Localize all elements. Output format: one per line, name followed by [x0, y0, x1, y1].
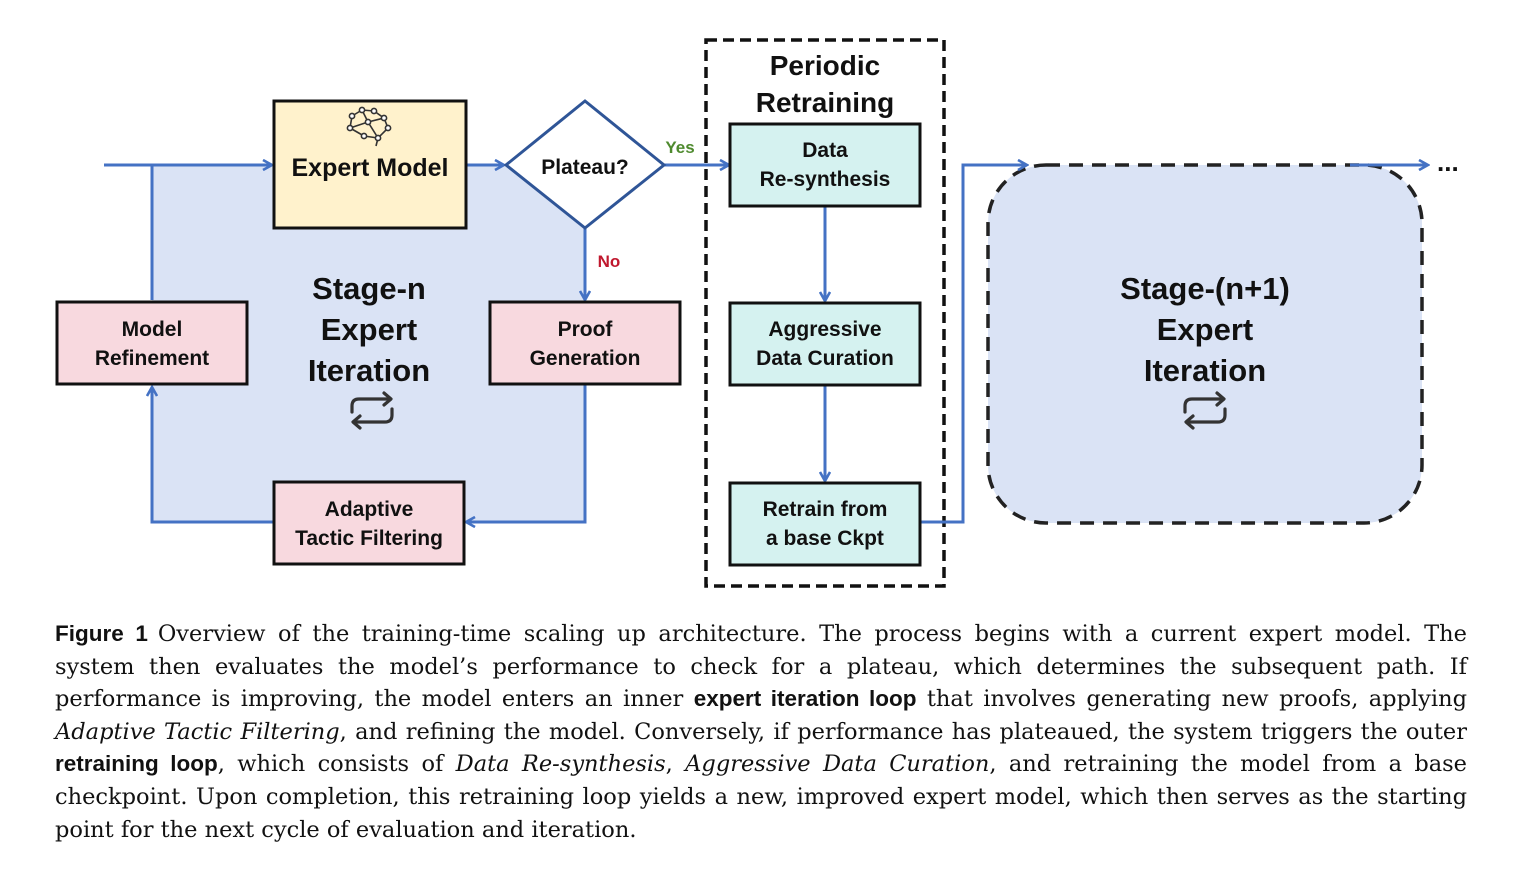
- data-resynthesis-label-line1: Data: [802, 139, 848, 162]
- caption-text-1: Overview of the training-time scaling up…: [55, 621, 1467, 713]
- retrain-base-ckpt-box: [728, 481, 922, 567]
- caption-bold-expert-iteration-loop: expert iteration loop: [693, 686, 917, 712]
- yes-label: Yes: [665, 138, 694, 157]
- filter-to-refine-arrow: [152, 387, 273, 524]
- periodic-retraining-title-line1: Periodic: [770, 50, 880, 81]
- caption-italic-data-resynthesis: Data Re-synthesis: [455, 751, 666, 778]
- figure-label: Figure 1: [55, 621, 148, 646]
- aggressive-curation-label-line2: Data Curation: [756, 347, 894, 370]
- adaptive-tactic-filtering-box: [272, 480, 466, 566]
- stage-n1-title-line3: Iteration: [1144, 353, 1266, 388]
- continuation-ellipsis: ...: [1437, 147, 1459, 177]
- brain-network-icon: [346, 106, 392, 147]
- periodic-retraining-title-line2: Retraining: [756, 87, 894, 118]
- adaptive-filtering-label-line2: Tactic Filtering: [295, 527, 443, 550]
- data-resynthesis-label-line2: Re-synthesis: [760, 168, 891, 191]
- caption-text-6: , and retraining the model from a base c…: [55, 751, 1468, 843]
- repeat-cycle-icon: [1183, 391, 1227, 430]
- model-refinement-box: [55, 300, 249, 386]
- caption-text-4: , which consists of: [217, 751, 456, 778]
- stage-n1-title-line2: Expert: [1157, 312, 1253, 347]
- plateau-decision-diamond: [503, 99, 667, 230]
- model-refinement-label-line2: Refinement: [95, 347, 209, 370]
- proof-generation-label-line1: Proof: [558, 318, 614, 341]
- stage-n1-region: [986, 163, 1424, 525]
- repeat-cycle-icon: [350, 391, 394, 430]
- retrain-ckpt-label-line1: Retrain from: [763, 498, 888, 521]
- data-resynthesis-box: [728, 122, 922, 208]
- stage-n-title-line1: Stage-n: [312, 271, 426, 306]
- stage-n-title-line2: Expert: [321, 312, 417, 347]
- training-architecture-diagram: Expert Model Plateau? Yes No Proof Gener…: [55, 38, 1459, 588]
- caption-text-5: ,: [665, 751, 686, 778]
- aggressive-data-curation-box: [728, 301, 922, 387]
- expert-model-label: Expert Model: [292, 154, 449, 182]
- periodic-retraining-frame: [704, 38, 946, 588]
- caption-text-2: that involves generating new proofs, app…: [916, 686, 1467, 713]
- model-refinement-label-line1: Model: [122, 318, 183, 341]
- proof-generation-label-line2: Generation: [530, 347, 641, 370]
- expert-model-box: [272, 99, 468, 230]
- caption-italic-aggressive-data-curation: Aggressive Data Curation: [685, 751, 990, 778]
- stage-n1-title-line1: Stage-(n+1): [1120, 271, 1290, 306]
- caption-italic-adaptive-tactic-filtering: Adaptive Tactic Filtering: [55, 718, 340, 745]
- aggressive-curation-label-line1: Aggressive: [768, 318, 881, 341]
- proof-to-filter-arrow: [466, 385, 587, 522]
- caption-text-3: , and refining the model. Conversely, if…: [339, 718, 1467, 745]
- adaptive-filtering-label-line1: Adaptive: [325, 498, 414, 521]
- no-label: No: [598, 252, 621, 271]
- stage-n-title-line3: Iteration: [308, 353, 430, 388]
- plateau-label: Plateau?: [541, 156, 629, 179]
- proof-generation-box: [488, 300, 682, 386]
- retrain-to-next-stage-arrow: [920, 165, 1027, 524]
- retrain-ckpt-label-line2: a base Ckpt: [766, 527, 884, 550]
- caption-bold-retraining-loop: retraining loop: [55, 751, 218, 777]
